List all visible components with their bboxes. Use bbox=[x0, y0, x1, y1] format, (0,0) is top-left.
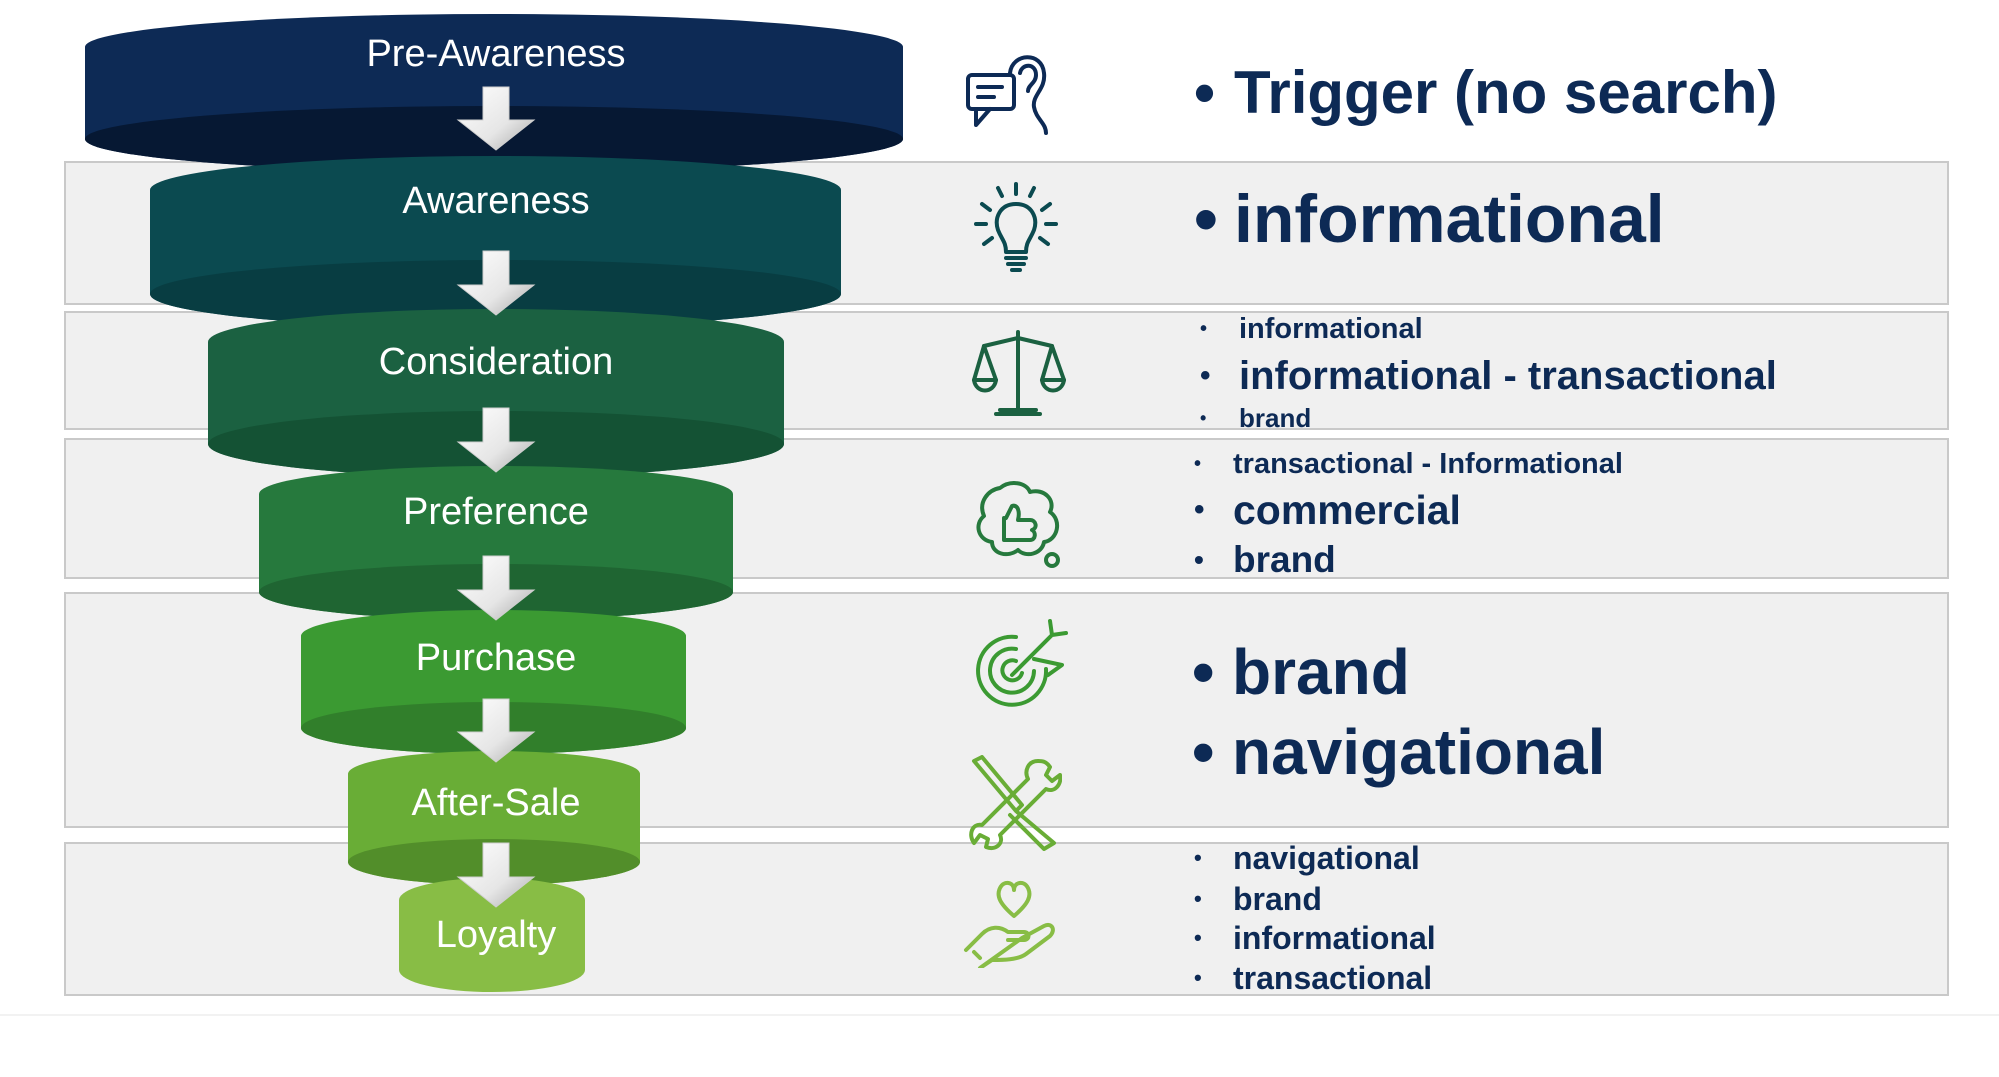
down-arrow-icon bbox=[456, 698, 536, 763]
bullet: • bbox=[1200, 359, 1211, 392]
down-arrow-icon bbox=[456, 86, 536, 151]
intent-consideration-1: •informational bbox=[1200, 312, 1423, 345]
stage-label-awareness: Awareness bbox=[402, 180, 590, 222]
funnel-diagram bbox=[85, 14, 903, 992]
stage-label-after-sale: After-Sale bbox=[411, 782, 581, 824]
intent-consideration-2: •informational - transactional bbox=[1200, 353, 1777, 398]
bullet: • bbox=[1194, 452, 1202, 475]
down-arrow-icon bbox=[456, 555, 536, 621]
stage-label-pre-awareness: Pre-Awareness bbox=[366, 33, 626, 75]
down-arrow-icon bbox=[456, 842, 536, 908]
bullet: • bbox=[1194, 845, 1202, 870]
intent-loyalty-2: •brand bbox=[1194, 880, 1322, 917]
intent-preference-3: •brand bbox=[1194, 539, 1336, 580]
stage-label-loyalty: Loyalty bbox=[435, 914, 557, 956]
chat-ear-icon bbox=[962, 45, 1058, 141]
intent-trigger: •Trigger (no search) bbox=[1194, 58, 1778, 126]
intent-awareness-informational: •informational bbox=[1194, 181, 1665, 257]
bullet: • bbox=[1192, 636, 1215, 708]
intent-purchase-brand: •brand bbox=[1192, 636, 1410, 708]
hand-heart-icon bbox=[962, 872, 1058, 970]
bullet: • bbox=[1194, 965, 1202, 990]
bullet: • bbox=[1192, 716, 1215, 788]
stage-label-preference: Preference bbox=[403, 491, 589, 533]
scales-icon bbox=[970, 324, 1066, 420]
intent-preference-1: •transactional - Informational bbox=[1194, 447, 1623, 480]
divider bbox=[0, 1014, 1999, 1016]
stage-label-consideration: Consideration bbox=[378, 341, 614, 383]
intent-consideration-3: •brand bbox=[1200, 402, 1312, 433]
thumbs-up-thought-icon bbox=[970, 478, 1066, 574]
lightbulb-icon bbox=[968, 180, 1064, 276]
intent-after-sale-navigational: •navigational bbox=[1192, 716, 1606, 788]
bullet: • bbox=[1194, 181, 1218, 257]
bullet: • bbox=[1194, 493, 1205, 526]
down-arrow-icon bbox=[456, 250, 536, 316]
down-arrow-icon bbox=[456, 407, 536, 473]
bullet: • bbox=[1194, 544, 1204, 575]
bullet: • bbox=[1194, 925, 1202, 950]
stage-disc-body bbox=[399, 878, 585, 992]
bullet: • bbox=[1200, 407, 1207, 428]
intent-loyalty-1: •navigational bbox=[1194, 839, 1420, 876]
bullet: • bbox=[1194, 58, 1216, 126]
wrench-screwdriver-icon bbox=[966, 755, 1063, 851]
target-arrow-icon bbox=[972, 617, 1068, 713]
intent-loyalty-4: •transactional bbox=[1194, 959, 1433, 996]
stage-label-purchase: Purchase bbox=[415, 637, 577, 679]
bullet: • bbox=[1200, 317, 1208, 340]
intent-loyalty-3: •informational bbox=[1194, 919, 1436, 956]
bullet: • bbox=[1194, 886, 1202, 911]
intent-preference-2: •commercial bbox=[1194, 486, 1461, 533]
funnel-stage-loyalty bbox=[399, 878, 585, 992]
